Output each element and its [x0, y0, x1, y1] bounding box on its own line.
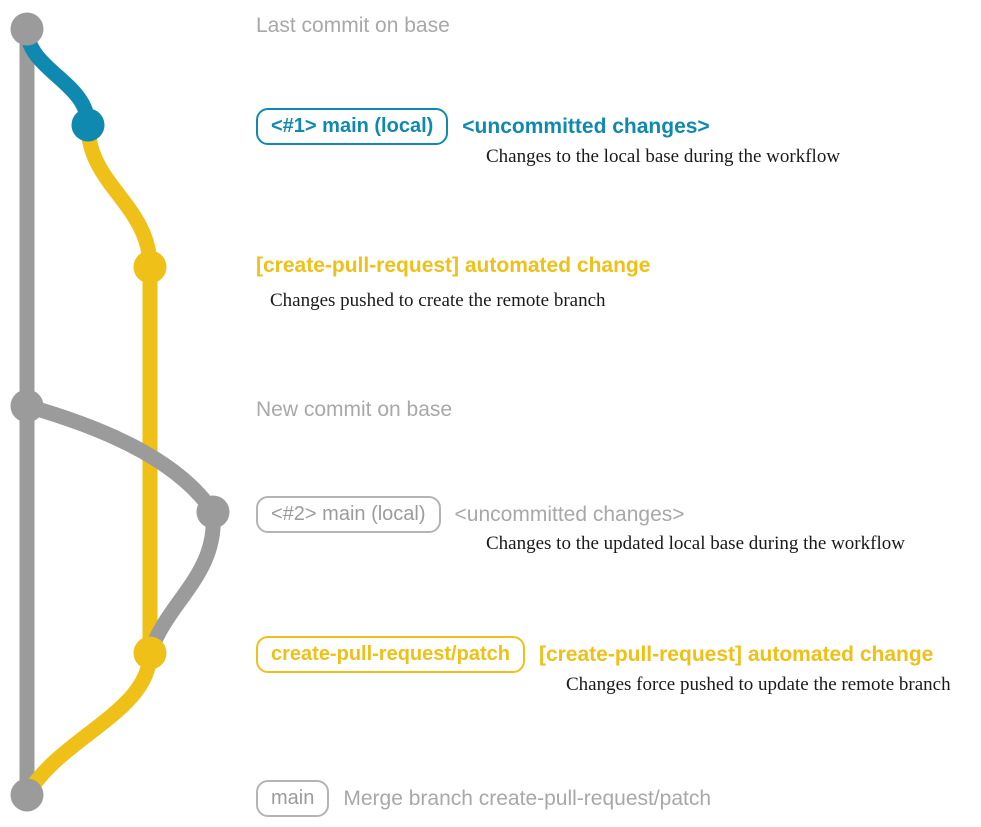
commit-node-patch-2[interactable] [133, 636, 167, 670]
row-local-1: <#1> main (local) <uncommitted changes> [256, 108, 710, 146]
commit-node-base-new[interactable] [10, 389, 44, 423]
edge-local2-to-patch2 [142, 504, 221, 661]
row-patch-2: create-pull-request/patch [create-pull-r… [256, 636, 934, 674]
edge-local1-to-patch1 [80, 117, 158, 275]
commit-subject-merge: Merge branch create-pull-request/patch [343, 787, 712, 811]
edge-patch2-to-merge [19, 645, 158, 803]
row-merge: main Merge branch create-pull-request/pa… [256, 780, 712, 818]
ref-badge-local-2[interactable]: <#2> main (local) [256, 496, 441, 534]
ref-badge-local-1[interactable]: <#1> main (local) [256, 108, 449, 146]
commit-node-base-last[interactable] [10, 12, 44, 46]
note-local-1: Changes to the local base during the wor… [486, 146, 841, 167]
commit-node-base-merge[interactable] [10, 778, 44, 812]
note-local-2: Changes to the updated local base during… [486, 533, 905, 554]
note-patch-1: Changes pushed to create the remote bran… [270, 290, 606, 311]
ref-badge-main[interactable]: main [256, 780, 330, 818]
commit-graph [10, 12, 230, 812]
commit-subject-patch-1: [create-pull-request] automated change [256, 254, 651, 277]
commit-node-local-2[interactable] [196, 495, 230, 529]
row-local-2: <#2> main (local) <uncommitted changes> [256, 496, 685, 534]
heading-last-commit-on-base: Last commit on base [256, 14, 450, 37]
edge-basenew-to-local2 [19, 398, 221, 520]
ref-badge-patch-2[interactable]: create-pull-request/patch [256, 636, 525, 674]
commit-node-patch-1[interactable] [133, 250, 167, 284]
heading-new-commit-on-base: New commit on base [256, 398, 453, 421]
commit-subject-patch-2: [create-pull-request] automated change [538, 643, 934, 667]
commit-node-local-1[interactable] [71, 108, 105, 142]
commit-subject-local-2: <uncommitted changes> [454, 503, 685, 527]
commit-subject-local-1: <uncommitted changes> [462, 115, 710, 139]
note-patch-2: Changes force pushed to update the remot… [566, 674, 951, 695]
edge-base-to-local1 [19, 21, 96, 133]
